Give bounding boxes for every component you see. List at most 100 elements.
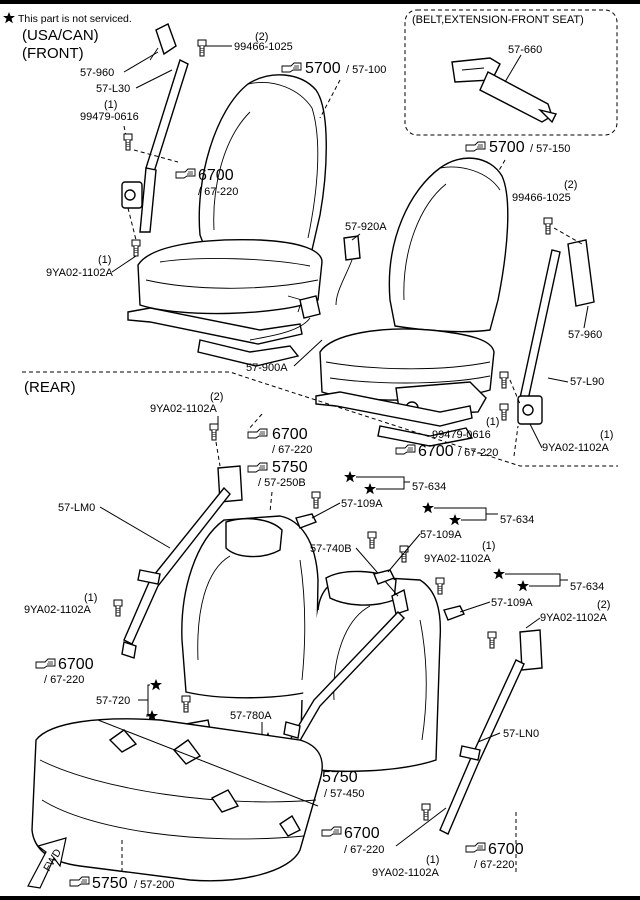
bolt-icon <box>499 371 509 389</box>
star-icon <box>517 580 529 592</box>
hand-pointer-icon <box>321 826 342 837</box>
hand-pointer-icon <box>247 462 268 473</box>
callout-num: (1) <box>426 854 439 866</box>
not-serviced-note: This part is not serviced. <box>18 13 132 25</box>
hand-pointer-icon <box>175 168 196 179</box>
bolt-icon <box>131 239 141 257</box>
bolt-icon <box>181 695 191 713</box>
rear-seat-back <box>181 515 442 772</box>
callout-57-LN0: 57-LN0 <box>503 728 539 740</box>
star-icon <box>364 483 376 495</box>
ref-main: 6700 <box>272 426 308 443</box>
front-left-belt <box>121 23 189 233</box>
bolt-icon <box>209 423 219 441</box>
callout-99466-1025: 99466-1025 <box>512 192 571 204</box>
ref-sub: / 67-220 <box>198 186 238 198</box>
callout-99466-1025: 99466-1025 <box>234 41 293 53</box>
rear-label: (REAR) <box>24 379 76 396</box>
ref-main: 6700 <box>488 841 524 858</box>
callout-9YA02-1102A: 9YA02-1102A <box>542 442 610 454</box>
callout-57-780A: 57-780A <box>230 710 272 722</box>
callout-9YA02-1102A: 9YA02-1102A <box>372 867 440 879</box>
callout-57-920A: 57-920A <box>345 221 387 233</box>
callout-57-960: 57-960 <box>568 329 602 341</box>
ref-main: 5750 <box>322 769 358 786</box>
callout-99479-0616: 99479-0616 <box>432 429 491 441</box>
bolt-icon <box>197 39 207 57</box>
bolt-icon <box>123 133 133 151</box>
bolt-icon <box>399 545 409 563</box>
bolt-icon <box>487 631 497 649</box>
callout-99479-0616: 99479-0616 <box>80 111 139 123</box>
rear-seat-cushion <box>31 718 323 882</box>
ref-main: 5750 <box>272 459 308 476</box>
front-label: (FRONT) <box>22 45 84 62</box>
bottom-bar <box>0 896 640 900</box>
ref-sub: / 67-220 <box>44 674 84 686</box>
ref-sub: / 57-200 <box>134 879 174 891</box>
bolt-icon <box>499 403 509 421</box>
ref-main: 6700 <box>344 825 380 842</box>
hand-pointer-icon <box>465 842 486 853</box>
callout-num: (1) <box>600 429 613 441</box>
ref-sub: / 57-100 <box>346 64 386 76</box>
star-icon <box>493 568 505 580</box>
star-icon <box>449 514 461 526</box>
callout-num: (2) <box>255 31 268 43</box>
callout-num: (1) <box>84 592 97 604</box>
callout-9YA02-1102A: 9YA02-1102A <box>540 612 608 624</box>
callout-num: (1) <box>482 540 495 552</box>
callout-57-L30: 57-L30 <box>96 83 130 95</box>
ref-sub: / 67-220 <box>344 844 384 856</box>
callout-57-109A: 57-109A <box>491 597 533 609</box>
star-icon <box>422 502 434 514</box>
rear-left-belt <box>121 465 243 659</box>
section-divider <box>22 371 618 467</box>
front-buckle <box>249 235 361 341</box>
belt-extension-part <box>451 57 558 124</box>
ref-sub: / 57-150 <box>530 143 570 155</box>
hand-pointer-icon <box>247 428 268 439</box>
hand-pointer-icon <box>35 658 56 669</box>
callout-57-634: 57-634 <box>412 481 446 493</box>
callout-57-LM0: 57-LM0 <box>58 502 95 514</box>
front-right-belt <box>517 239 595 425</box>
callout-9YA02-1102A: 9YA02-1102A <box>24 604 92 616</box>
star-icon <box>344 471 356 483</box>
callout-num: (2) <box>210 391 223 403</box>
ref-main: 6700 <box>418 443 454 460</box>
ref-sub: / 67-220 <box>272 444 312 456</box>
callout-9YA02-1102A: 9YA02-1102A <box>150 403 218 415</box>
ref-main: 6700 <box>58 656 94 673</box>
callout-num: (1) <box>104 99 117 111</box>
bolt-icon <box>113 599 123 617</box>
callout-57-720: 57-720 <box>96 695 130 707</box>
hand-pointer-icon <box>69 876 90 887</box>
callout-57-960: 57-960 <box>80 67 114 79</box>
bolt-icon <box>367 531 377 549</box>
callout-57-740B: 57-740B <box>310 543 352 555</box>
callout-num: (2) <box>564 179 577 191</box>
callout-57-634: 57-634 <box>570 581 604 593</box>
region-label: (USA/CAN) <box>22 27 99 44</box>
ref-main: 5700 <box>305 60 341 77</box>
fwd-arrow-icon: FWD <box>27 837 67 889</box>
ref-main: 6700 <box>198 167 234 184</box>
inset-title: (BELT,EXTENSION-FRONT SEAT) <box>412 14 584 26</box>
callout-57-634: 57-634 <box>500 514 534 526</box>
callout-57-109A: 57-109A <box>420 529 462 541</box>
ref-sub: / 67-220 <box>474 859 514 871</box>
callout-num: (2) <box>597 599 610 611</box>
hand-pointer-icon <box>395 444 416 455</box>
bolt-icon <box>421 803 431 821</box>
bolt-icon <box>543 217 553 235</box>
rear-right-belt <box>439 629 543 835</box>
callout-57-L90: 57-L90 <box>570 376 604 388</box>
star-icon <box>150 679 162 691</box>
ref-sub: / 57-450 <box>324 788 364 800</box>
rear-center-belt <box>283 588 409 745</box>
hand-pointer-icon <box>281 62 302 73</box>
callout-57-109A: 57-109A <box>341 498 383 510</box>
top-bar <box>0 0 640 4</box>
